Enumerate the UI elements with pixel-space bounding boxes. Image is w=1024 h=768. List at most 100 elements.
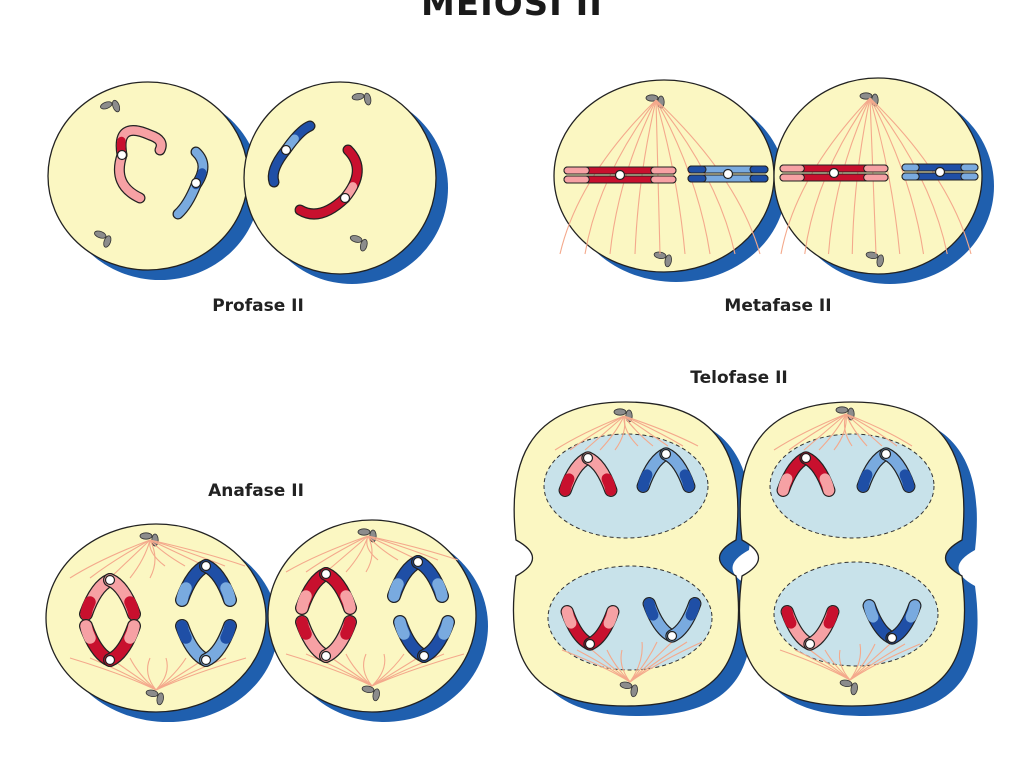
spindle-fiber [366,535,379,561]
spindle-fiber [845,413,883,447]
profase-cells [47,81,448,284]
chromatid-band [438,616,454,640]
centriole-part [351,92,365,101]
chromatid-band [432,578,448,602]
spindle-fiber [773,413,847,451]
chromatid-band [687,165,707,174]
centriole-part [653,251,667,260]
spindle-fiber [838,649,851,681]
spindle-fiber [89,539,151,579]
chromatid-band [603,606,619,629]
chromatid-band [749,174,769,183]
centriole-part [619,681,633,690]
centromere [200,560,212,572]
spindle-fiber [623,415,669,447]
centriole [361,685,380,702]
spindle-fiber [363,653,373,687]
centromere [584,638,596,650]
centromere [200,654,212,666]
centriole-part [94,230,107,239]
centriole [865,251,884,268]
spindle-fiber [129,657,157,691]
spindle-fiber [818,413,847,451]
chromatid-band [80,620,96,644]
chromatid-band [863,173,889,182]
spindle-fiber [845,413,868,447]
centriole [613,408,633,423]
centromere [722,168,734,180]
centromere [828,167,840,179]
spindle-fiber [129,539,151,579]
spindle-fiber [554,415,625,451]
spindle-fiber [155,657,168,691]
centriole-part [859,92,873,100]
chromatid-band [781,606,797,629]
chromatid-band [823,606,839,629]
chromatid-band [176,582,192,606]
spindle-fiber [803,413,847,451]
centriole-part [865,251,879,260]
spindle-fiber [623,415,684,447]
spindle-fiber [788,413,847,451]
centromere [886,632,898,644]
centriole-part [363,92,372,106]
spindle-fiber [869,97,901,255]
chromatid-band [863,164,889,173]
anafase-cells [45,519,488,722]
spindle-fiber [849,643,921,681]
chromatid-band [679,469,695,492]
centriole-part [357,528,371,536]
chromatid-band [340,590,356,614]
page-title: MEIOSI II [421,0,603,24]
centriole-part [645,94,659,102]
spindle-fiber [149,539,246,567]
centriole-part [630,684,638,698]
chromatid-band [960,163,979,172]
centriole [94,230,112,248]
centromere [104,654,116,666]
spindle-fiber [623,415,699,447]
chromatid-band [687,174,707,183]
spindle-fiber [845,413,913,447]
centriole-part [372,688,380,702]
spindle-fiber [147,657,157,691]
chromatid-band [650,175,677,184]
chromatid-band [559,473,575,496]
chromatid-band [863,600,879,623]
chromatid-band [220,582,236,606]
spindle-fiber [845,413,898,447]
spindle-fiber [155,657,247,691]
centriole-part [361,685,375,694]
chromatid-band [80,596,96,620]
label-metafase: Metafase II [724,296,832,316]
centromere [800,452,812,464]
chromatid-band [563,166,590,175]
spindle-fiber [367,535,399,561]
chromatid-band [905,600,921,623]
label-anafase: Anafase II [208,481,304,501]
metafase-cells [553,77,994,284]
centromere [804,638,816,650]
chromatid-band [777,473,793,496]
chromatid-band [901,172,920,181]
spindle-fiber [371,653,386,687]
spindle-fiber [569,415,625,451]
spindle-fiber [345,653,373,687]
chromatid-band [857,469,873,492]
spindle-fiber [623,415,639,447]
chromatid-band [561,606,577,629]
spindle-fiber [843,413,853,447]
spindle-fiber [305,653,373,687]
centriole-part [100,101,113,110]
chromatid-band [340,145,362,203]
spindle-fiber [623,415,654,447]
spindle-fiber [149,539,166,567]
centriole-part [850,682,858,696]
chromatid-band [296,590,312,614]
chromatid-band [563,175,590,184]
centromere [582,452,594,464]
centriole-part [145,689,159,698]
profase-cell-left-membrane [47,81,249,271]
